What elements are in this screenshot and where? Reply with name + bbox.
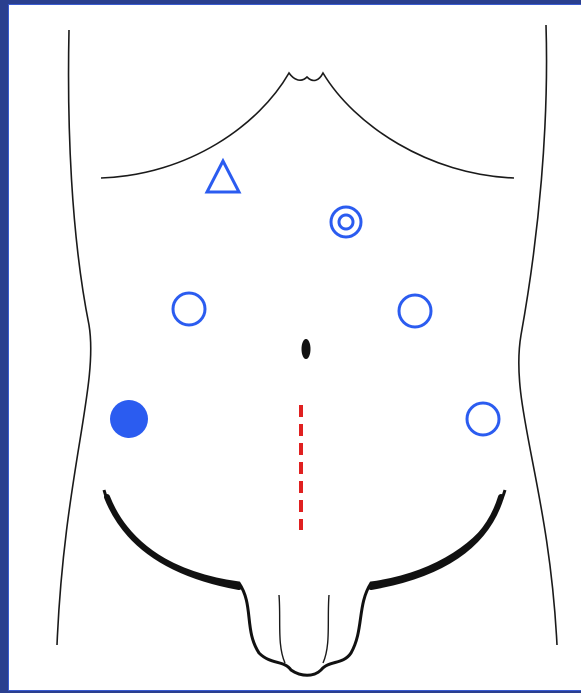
navel bbox=[302, 339, 311, 359]
torso-left-side-outline bbox=[57, 30, 91, 645]
torso-right-side-outline bbox=[519, 25, 557, 645]
epigastric-triangle-port bbox=[207, 161, 239, 192]
right-upper-circle-port bbox=[399, 295, 431, 327]
ribcage-outline bbox=[101, 73, 514, 178]
left-lower-circle-port bbox=[467, 403, 499, 435]
lower-abdomen-outline bbox=[104, 490, 505, 675]
groin-fold-left bbox=[279, 595, 285, 663]
upper-midline-double-circle-port bbox=[331, 207, 361, 237]
right-lower-filled-circle-port bbox=[110, 400, 148, 438]
diagram-panel bbox=[8, 4, 581, 691]
left-upper-circle-port bbox=[173, 293, 205, 325]
groin-fold-right bbox=[323, 595, 329, 663]
abdomen-diagram bbox=[9, 5, 581, 691]
lower-abdomen-shadow bbox=[107, 497, 501, 587]
